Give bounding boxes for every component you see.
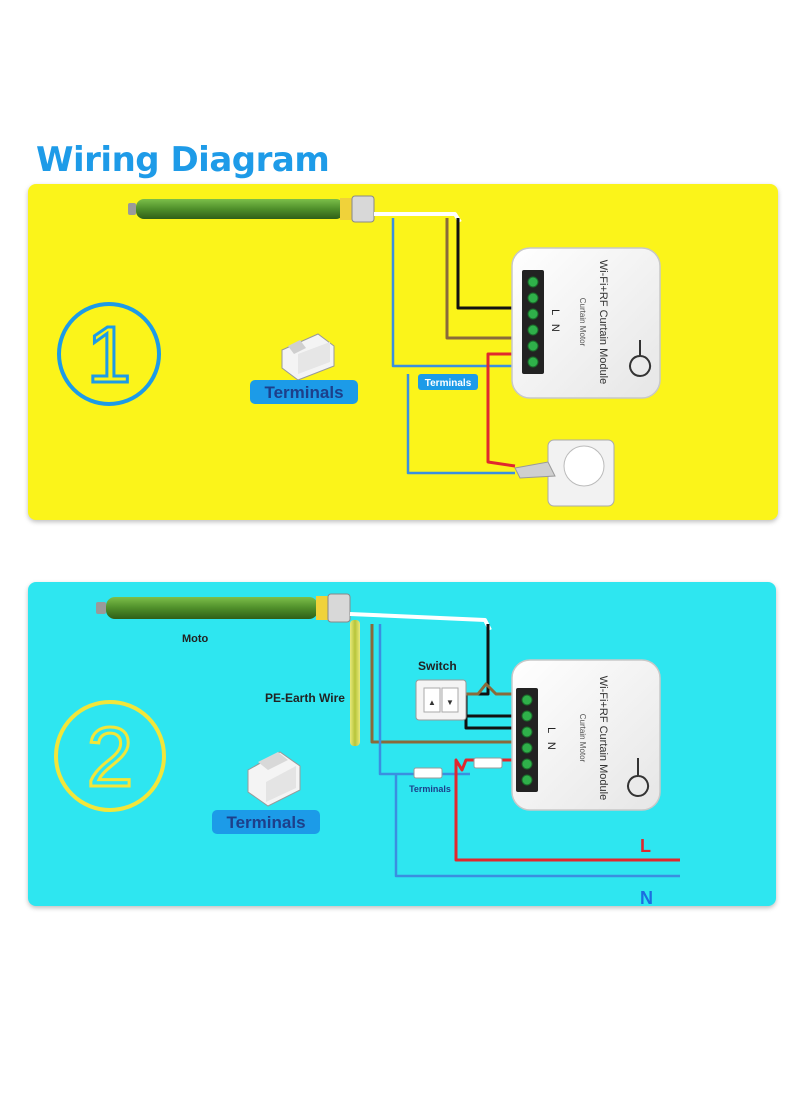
wall-socket-1: [514, 439, 615, 507]
step-number-badge-2: 2: [54, 700, 166, 812]
terminals-small-label-2: Terminals: [409, 784, 451, 794]
module-sub-label-2: Curtain Motor: [578, 714, 587, 763]
terminal-connector-icon-1: [281, 333, 335, 381]
terminal-block-2a: [413, 767, 443, 779]
wires-1: [374, 212, 520, 475]
page-title: Wiring Diagram: [36, 140, 330, 180]
tubular-motor-1: [128, 195, 375, 223]
switch-up-icon: ▲: [428, 698, 436, 707]
terminal-block-2b: [473, 757, 503, 769]
terminals-badge-1: [250, 380, 358, 404]
module-button-icon-2: [627, 758, 650, 797]
switch-down-icon: ▼: [446, 698, 454, 707]
terminals-badge-2: [212, 810, 320, 834]
line-label-2: L: [640, 836, 651, 856]
curtain-module-1: L N Wi-Fi+RF Curtain Module Curtain Moto…: [511, 247, 661, 399]
wires-2: [349, 612, 680, 878]
earth-wire-2: [350, 620, 360, 746]
terminals-tag-1: [418, 374, 478, 390]
switch-2: ▲ ▼: [415, 679, 467, 721]
motor-label-2: Moto: [182, 633, 209, 645]
module-name-2: Wi-Fi+RF Curtain Module: [597, 676, 609, 800]
curtain-module-2: L N Wi-Fi+RF Curtain Module Curtain Moto…: [511, 659, 661, 811]
diagram-1: Terminals 1 Terminals L N Wi-Fi+RF Curta…: [57, 195, 661, 507]
tubular-motor-2: [96, 593, 351, 623]
switch-label-2: Switch: [418, 659, 457, 673]
earth-label-2: PE-Earth Wire: [265, 691, 345, 705]
step-number-badge-1: 1: [57, 302, 161, 406]
step-number-2: 2: [87, 710, 134, 804]
terminals-label-1: Terminals: [264, 383, 343, 402]
module-terminal-labels-1: L N: [549, 309, 561, 335]
module-sub-label-1: Curtain Motor: [578, 298, 587, 347]
module-terminal-labels-2: L N: [545, 727, 557, 753]
terminals-small-label-1: Terminals: [425, 378, 472, 389]
module-button-icon-1: [629, 340, 652, 377]
step-number-1: 1: [87, 310, 132, 399]
terminals-label-2: Terminals: [226, 813, 305, 832]
neutral-label-2: N: [640, 888, 653, 908]
module-name-1: Wi-Fi+RF Curtain Module: [597, 260, 609, 384]
terminal-connector-icon-2: [247, 751, 301, 807]
diagram-2: Moto PE-Earth Wire ▲: [54, 593, 680, 908]
